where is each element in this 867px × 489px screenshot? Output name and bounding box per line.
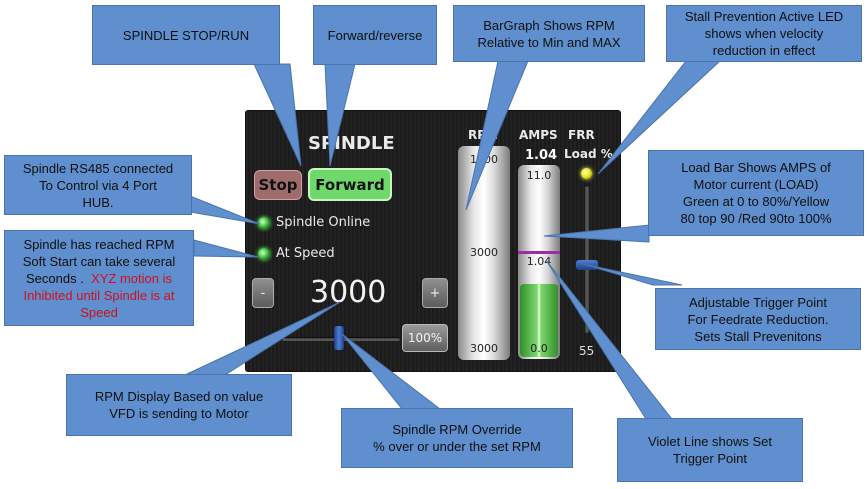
rpm-bargraph: 1000 3000 3000 — [458, 146, 510, 360]
callout-bargraph-line1: BarGraph Shows RPM — [483, 17, 615, 33]
callout-spindle-stop-run: SPINDLE STOP/RUN — [92, 5, 280, 65]
amps-max-label: 11.0 — [526, 169, 552, 182]
callout-rs485-line1: Spindle RS485 connected — [22, 160, 174, 176]
callout-override-line2: % over or under the set RPM — [373, 439, 541, 454]
amps-bargraph: 11.0 1.04 0.0 — [518, 165, 560, 359]
load-percent-header: Load % — [564, 147, 613, 161]
callout-forward-reverse: Forward/reverse — [313, 5, 437, 65]
amps-load-fill — [520, 284, 558, 357]
callout-violet-line2: Trigger Point — [673, 451, 747, 466]
callout-forward-reverse-text: Forward/reverse — [327, 27, 423, 43]
callout-at-speed-line2: Soft Start can take several — [22, 253, 176, 269]
rpm-bargraph-mid: 3000 — [470, 246, 498, 259]
override-slider-handle[interactable] — [334, 326, 344, 350]
frr-value: 55 — [579, 344, 595, 358]
callout-trigger: Adjustable Trigger Point For Feedrate Re… — [655, 288, 861, 350]
override-reset-button[interactable]: 100% — [402, 324, 448, 352]
callout-stall-line2: shows when velocity — [704, 26, 824, 41]
callout-spindle-stop-run-text: SPINDLE STOP/RUN — [122, 27, 250, 43]
rpm-decrease-button[interactable]: - — [252, 278, 274, 308]
callout-load-bar: Load Bar Shows AMPS of Motor current (LO… — [648, 150, 864, 236]
violet-trigger-line — [518, 251, 560, 254]
spindle-online-led — [258, 217, 270, 229]
callout-rpm-line1: RPM Display Based on value — [94, 389, 264, 404]
callout-rpm-line2: VFD is sending to Motor — [109, 406, 249, 421]
amps-header: AMPS — [519, 128, 558, 142]
spindle-online-label: Spindle Online — [276, 215, 371, 230]
callout-at-speed-red1: XYZ motion is — [91, 270, 172, 286]
callout-at-speed-line1: Spindle has reached RPM — [23, 236, 175, 252]
callout-bargraph-line2: Relative to Min and MAX — [477, 34, 621, 50]
stop-button[interactable]: Stop — [254, 170, 302, 200]
pointer-trigger — [582, 263, 683, 286]
rpm-bargraph-bottom: 3000 — [470, 342, 498, 355]
callout-violet-line1: Violet Line shows Set — [647, 434, 773, 449]
callout-at-speed-red2: Inhibited until Spindle is at — [23, 287, 175, 303]
callout-at-speed-line3: Seconds . — [26, 270, 84, 286]
callout-stall-line1: Stall Prevention Active LED — [684, 9, 844, 24]
callout-rs485-line2: To Control via 4 Port — [39, 177, 157, 193]
callout-load-line1: Load Bar Shows AMPS of — [681, 160, 831, 175]
callout-trigger-line3: Sets Stall Prevenitons — [694, 328, 822, 344]
pointer-at-speed — [193, 239, 259, 258]
callout-trigger-line2: For Feedrate Reduction. — [687, 311, 829, 327]
frr-slider-track[interactable] — [585, 185, 589, 333]
callout-override: Spindle RPM Override % over or under the… — [341, 408, 573, 468]
pointer-override — [341, 333, 442, 410]
callout-rs485: Spindle RS485 connected To Control via 4… — [4, 155, 192, 215]
spindle-panel: SPINDLE Stop Forward Spindle Online At S… — [246, 111, 620, 371]
callout-override-line1: Spindle RPM Override — [392, 422, 522, 437]
rpm-increase-button[interactable]: + — [422, 278, 448, 308]
at-speed-led — [258, 248, 270, 260]
forward-button[interactable]: Forward — [308, 168, 392, 201]
callout-bargraph: BarGraph Shows RPM Relative to Min and M… — [453, 5, 645, 62]
pointer-forward — [324, 63, 356, 167]
callout-stall-led: Stall Prevention Active LED shows when v… — [666, 5, 862, 62]
pointer-bargraph — [465, 60, 529, 211]
pointer-rs485 — [189, 195, 261, 225]
frr-header: FRR — [568, 128, 595, 142]
amps-trigger-label: 1.04 — [526, 255, 552, 268]
callout-stall-line3: reduction in effect — [712, 43, 816, 58]
callout-trigger-line1: Adjustable Trigger Point — [688, 294, 828, 310]
callout-violet: Violet Line shows Set Trigger Point — [617, 418, 803, 482]
callout-at-speed: Spindle has reached RPM Soft Start can t… — [4, 230, 194, 326]
amps-value: 1.04 — [525, 148, 558, 163]
amps-min-label: 0.0 — [530, 342, 548, 355]
callout-load-line4: 80 top 90 /Red 90to 100% — [680, 211, 832, 226]
rpm-display: 3000 — [310, 275, 387, 310]
pointer-rpm-display — [184, 301, 341, 376]
callout-rs485-line3: HUB. — [82, 194, 114, 210]
pointer-stop-run — [253, 63, 302, 167]
pointer-load-bar — [543, 224, 650, 243]
at-speed-label: At Speed — [276, 246, 335, 261]
stall-prevention-led — [581, 168, 592, 179]
callout-at-speed-red3: Speed — [80, 304, 118, 320]
callout-load-line2: Motor current (LOAD) — [693, 177, 819, 192]
callout-load-line3: Green at 0 to 80%/Yellow — [682, 194, 830, 209]
callout-rpm-display: RPM Display Based on value VFD is sendin… — [66, 374, 292, 436]
